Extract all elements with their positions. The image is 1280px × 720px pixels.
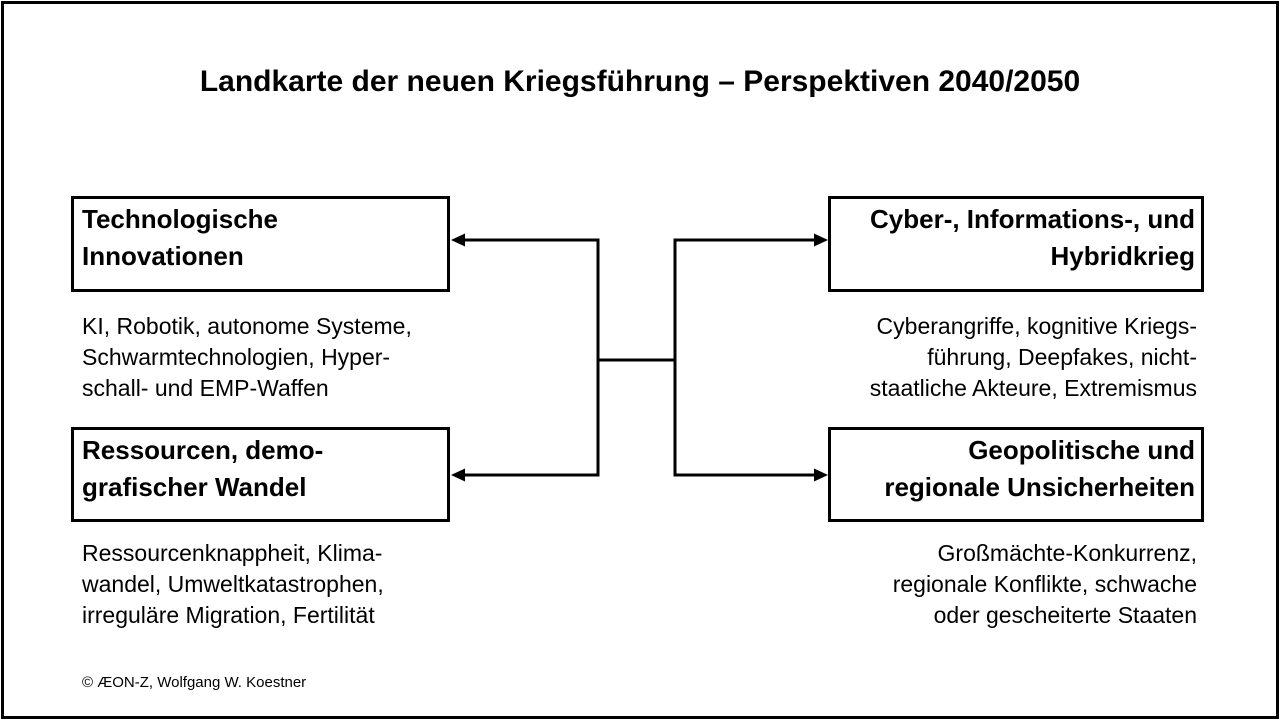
node-technologische-innovationen: Technologische Innovationen	[71, 196, 450, 292]
node-geopolitische-regionale-unsicherheiten: Geopolitische und regionale Unsicherheit…	[828, 427, 1204, 522]
connector-path-left	[462, 238, 600, 477]
arrowhead-right-bottom-icon	[814, 468, 828, 482]
arrowhead-right-top-icon	[814, 233, 828, 247]
connector-path-right	[673, 238, 817, 477]
arrowhead-left-bottom-icon	[451, 468, 465, 482]
node-title: Cyber-, Informations-, und Hybridkrieg	[870, 204, 1195, 271]
node-ressourcen-demografischer-wandel: Ressourcen, demo- grafischer Wandel	[71, 427, 450, 522]
node-title: Technologische Innovationen	[82, 204, 278, 271]
copyright-note: © ÆON-Z, Wolfgang W. Koestner	[82, 674, 307, 691]
arrowhead-left-top-icon	[451, 233, 465, 247]
caption-geopolitische-regionale-unsicherheiten: Großmächte-Konkurrenz, regionale Konflik…	[892, 540, 1197, 628]
caption-ressourcen-demografischer-wandel: Ressourcenknappheit, Klima- wandel, Umwe…	[82, 540, 384, 628]
caption-technologische-innovationen: KI, Robotik, autonome Systeme, Schwarmte…	[82, 313, 412, 401]
node-cyber-informations-hybridkrieg: Cyber-, Informations-, und Hybridkrieg	[828, 196, 1204, 292]
node-title: Ressourcen, demo- grafischer Wandel	[82, 435, 324, 502]
page-title: Landkarte der neuen Kriegsführung – Pers…	[199, 65, 1081, 98]
caption-cyber-informations-hybridkrieg: Cyberangriffe, kognitive Kriegs- führung…	[869, 313, 1197, 401]
node-title: Geopolitische und regionale Unsicherheit…	[884, 435, 1195, 502]
